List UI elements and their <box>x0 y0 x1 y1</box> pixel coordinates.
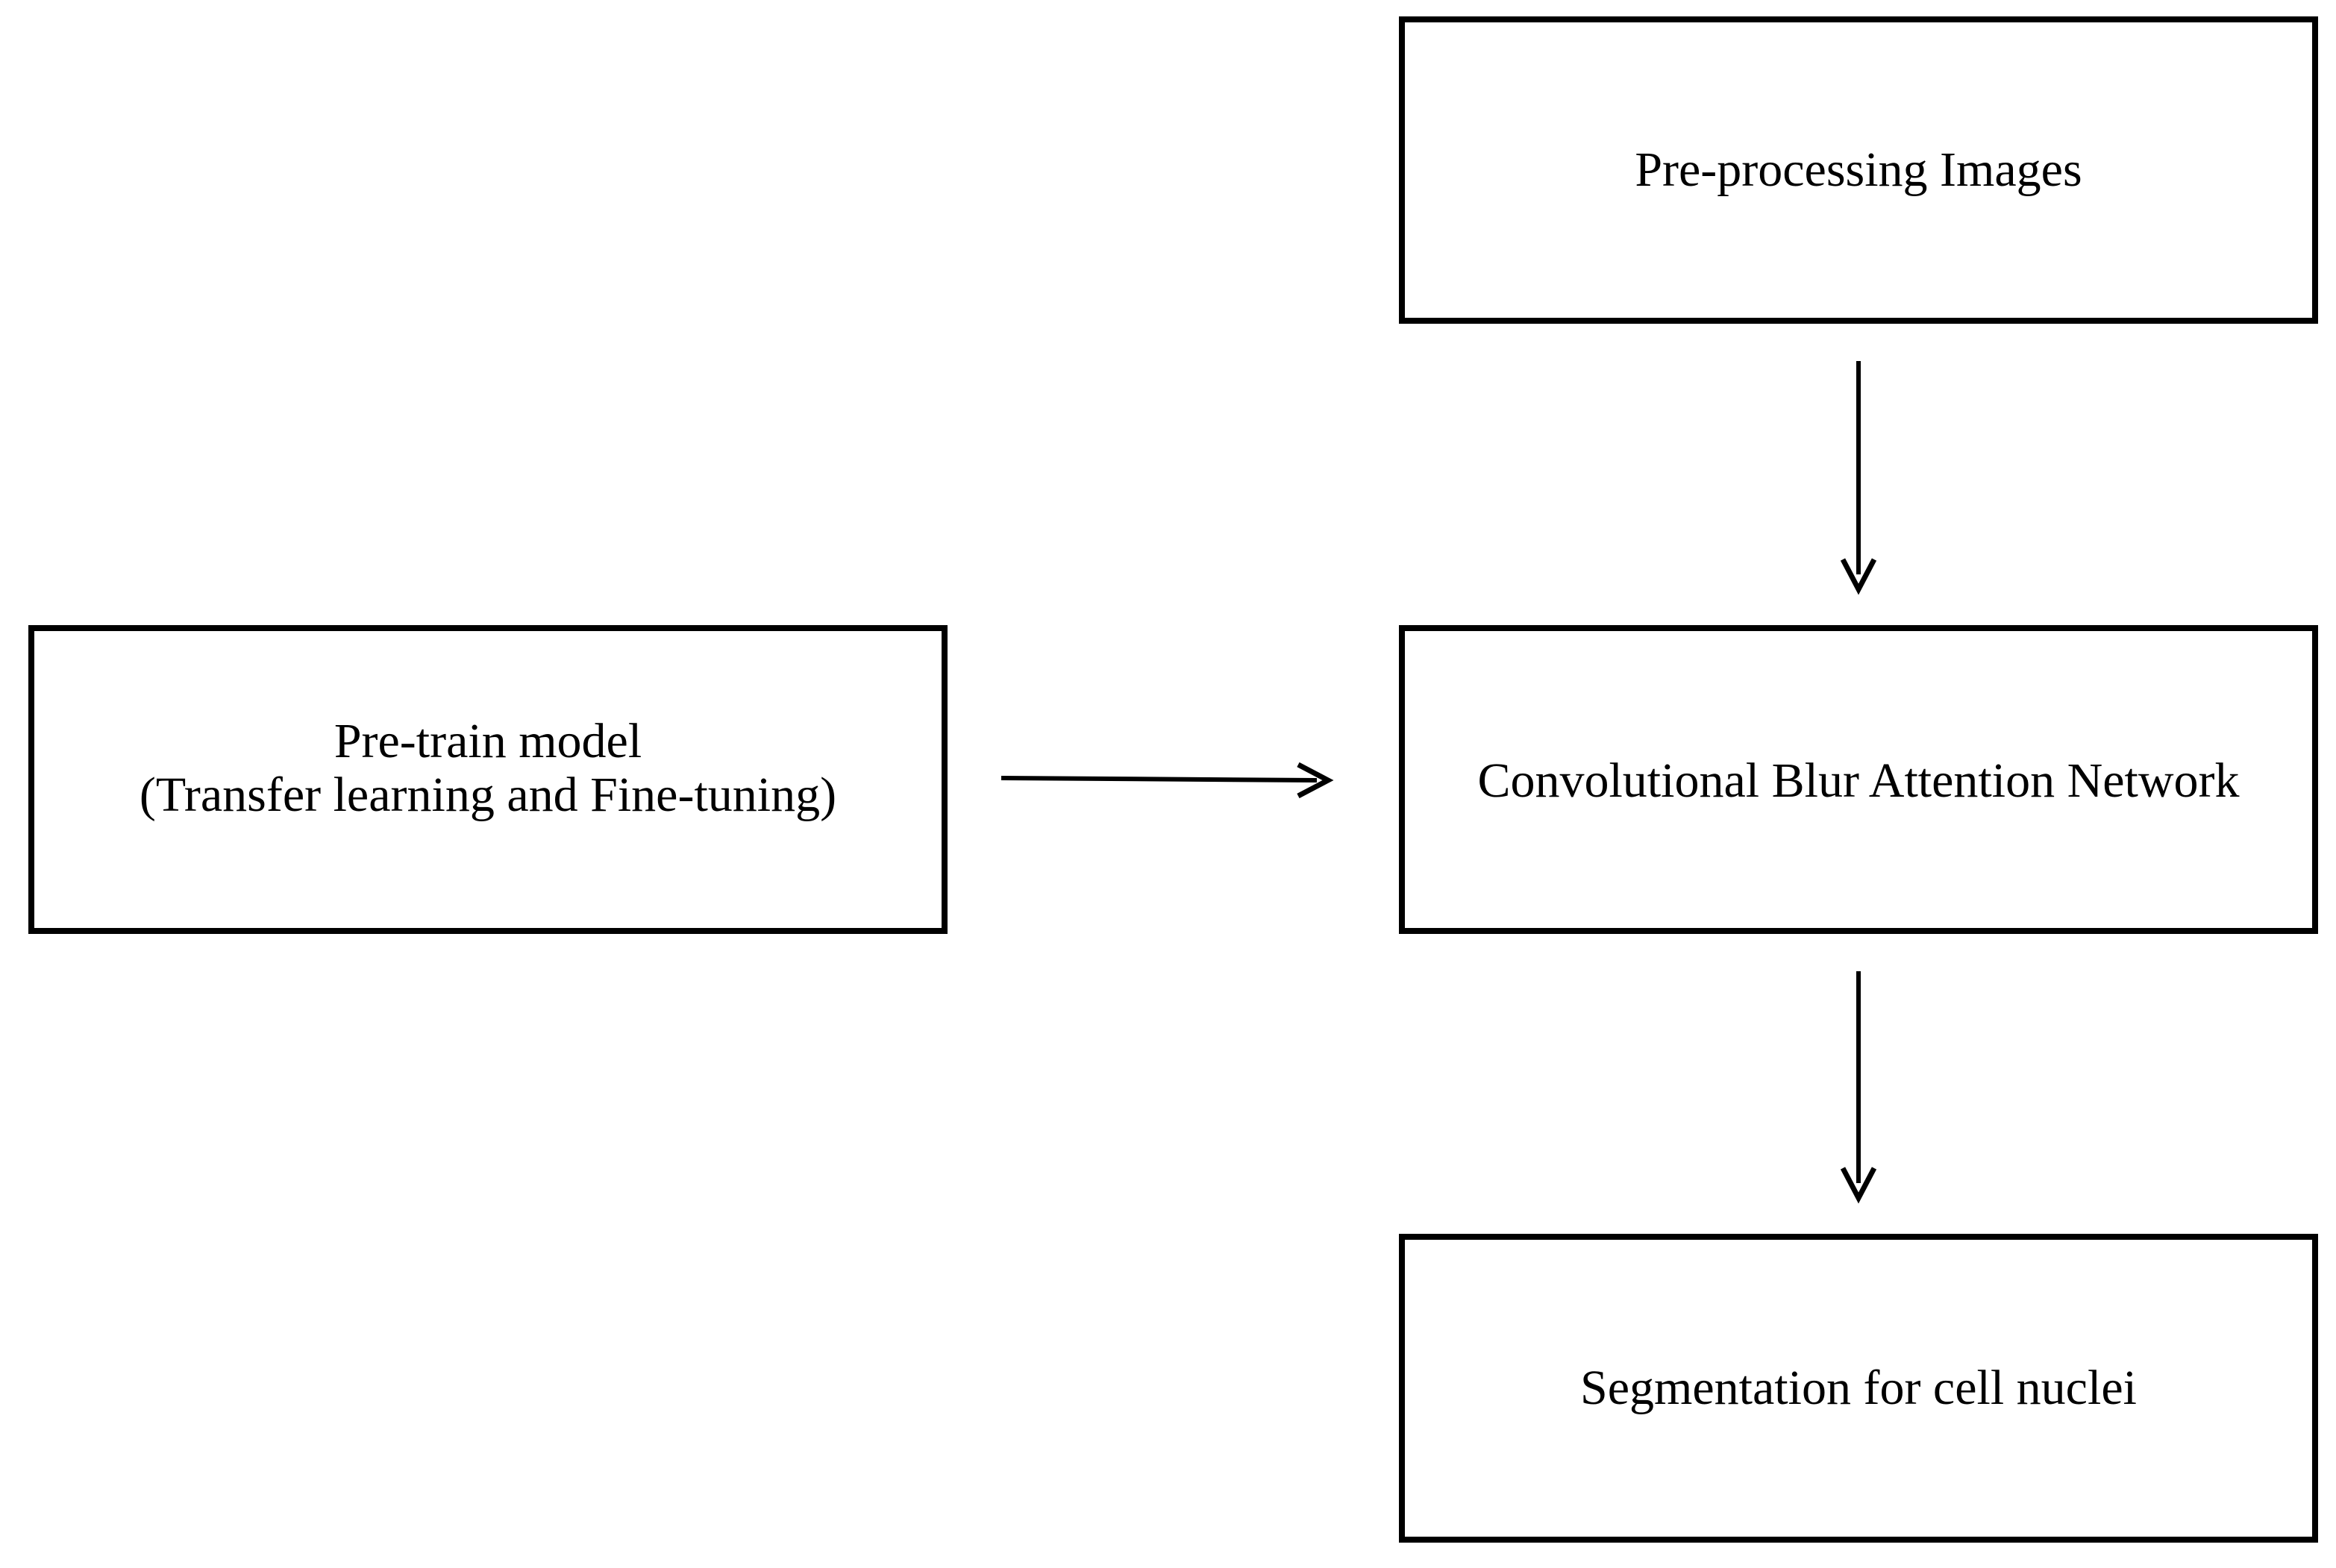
edge-cban-to-segmentation <box>1840 971 1877 1204</box>
edge-preprocess-to-cban <box>1840 361 1877 595</box>
preprocessing-label: Pre-processing Images <box>1635 142 2082 197</box>
edge-pretrain-to-cban <box>1001 762 1334 799</box>
pretrain-label-title: Pre-train model <box>334 714 642 768</box>
segmentation-node: Segmentation for cell nuclei <box>1399 1234 2318 1543</box>
arrowhead-down-icon <box>1840 558 1877 595</box>
cban-node: Convolutional Blur Attention Network <box>1399 625 2318 934</box>
pretrain-label-subtitle: (Transfer learning and Fine-tuning) <box>139 768 837 822</box>
cban-label: Convolutional Blur Attention Network <box>1477 753 2240 808</box>
edge-line <box>1001 776 1318 783</box>
pretrain-node: Pre-train model (Transfer learning and F… <box>28 625 948 934</box>
pretrain-label-stack: Pre-train model (Transfer learning and F… <box>140 715 836 822</box>
arrowhead-right-icon <box>1297 762 1334 799</box>
preprocessing-node: Pre-processing Images <box>1399 16 2318 324</box>
arrowhead-down-icon <box>1840 1167 1877 1204</box>
segmentation-label: Segmentation for cell nuclei <box>1580 1361 2137 1415</box>
